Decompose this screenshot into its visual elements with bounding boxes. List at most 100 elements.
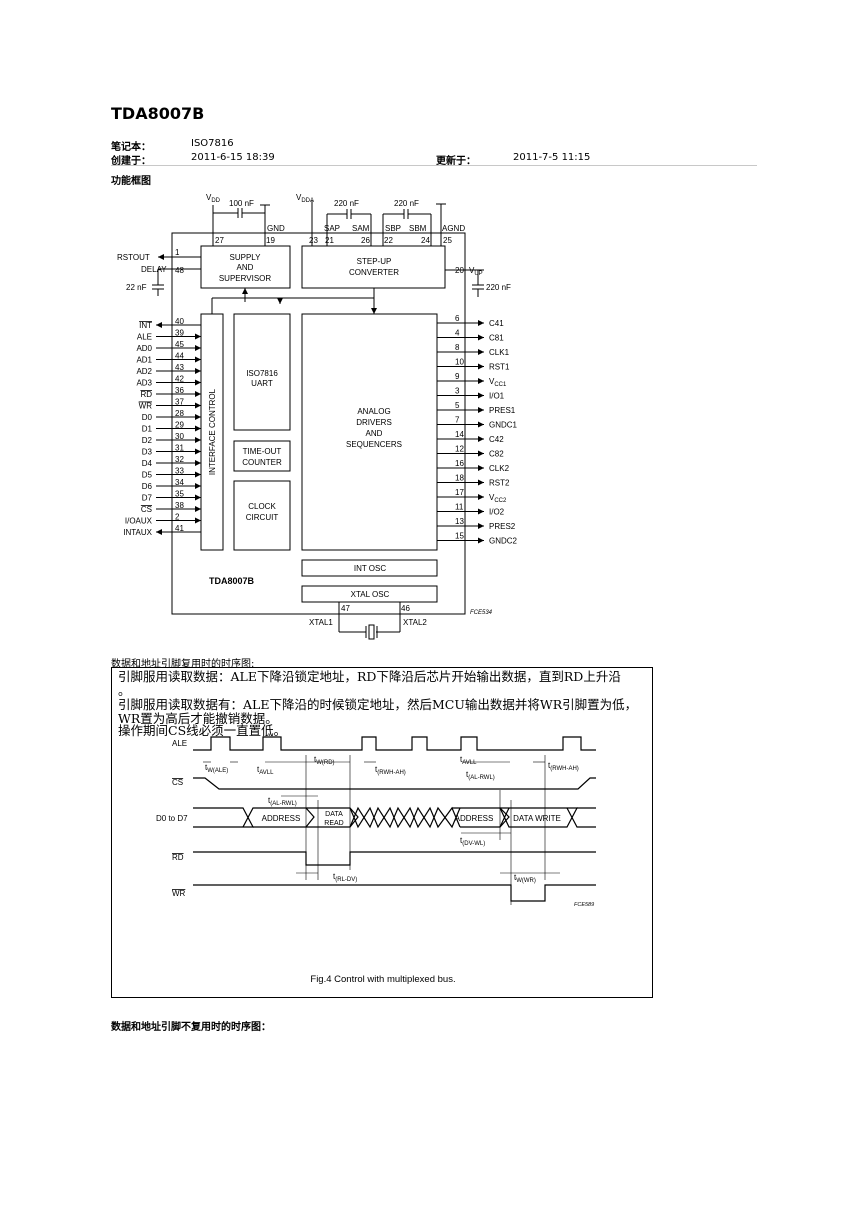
- right-pin-label: GNDC1: [489, 421, 518, 430]
- timing-figure-code: FCE589: [574, 902, 594, 908]
- analog-line3: AND: [366, 429, 383, 438]
- data-read-line1: DATA: [325, 811, 343, 818]
- left-signal-arrow: [195, 460, 201, 466]
- left-signal-arrow: [195, 471, 201, 478]
- analog-line4: SEQUENCERS: [346, 440, 402, 449]
- note-line-3: 引脚服用读取数据有：ALE下降沿的时候锁定地址，然后MCU输出数据并将WR引脚置…: [118, 697, 638, 712]
- gnd-label: GND: [267, 224, 285, 233]
- updated-label: 更新于：: [436, 156, 476, 167]
- timeout-line1: TIME-OUT: [243, 447, 282, 456]
- right-pin-label: VCC2: [489, 493, 507, 504]
- figure-code: FCE534: [470, 610, 493, 616]
- left-pin-number: 2: [175, 513, 180, 522]
- analog-line1: ANALOG: [357, 407, 390, 416]
- t-avll: tAVLL: [257, 765, 274, 776]
- left-signal-arrow: [195, 494, 201, 501]
- note-line-5: 操作期间CS线必须一直置低。: [118, 723, 287, 738]
- left-pin-label: D0: [142, 413, 153, 422]
- xtal1-label: XTAL1: [309, 618, 333, 627]
- pin-46: 46: [401, 604, 410, 613]
- timing-diagram: ALE CS D0 to D7 RD WR tW(ALE) tAVLL tW(R…: [156, 736, 596, 985]
- right-pin-label: C81: [489, 334, 504, 343]
- left-pin-label: D7: [142, 494, 153, 503]
- supply-line3: SUPERVISOR: [219, 274, 272, 283]
- pin-1: 1: [175, 248, 180, 257]
- left-pin-number: 37: [175, 398, 184, 407]
- t-rl-dv: t(RL-DV): [333, 872, 357, 883]
- pin-20: 20: [455, 266, 464, 275]
- right-pin-label: RST2: [489, 479, 510, 488]
- right-pin-label: I/O1: [489, 392, 505, 401]
- right-pin-number: 11: [455, 503, 464, 512]
- header-divider: [111, 165, 757, 166]
- left-pin-number: 28: [175, 409, 184, 418]
- right-pin-number: 8: [455, 343, 460, 352]
- right-pin-label: CLK2: [489, 464, 510, 473]
- right-signal-arrow: [478, 407, 484, 413]
- t-w-wr: tW(WR): [514, 873, 536, 884]
- cap-22nf: 22 nF: [126, 283, 147, 292]
- left-signal-arrow: [156, 322, 162, 328]
- left-pin-label: D6: [142, 482, 153, 491]
- timing-figure-frame: [111, 667, 653, 998]
- vup-label: VUP: [469, 266, 483, 277]
- cap-100nf: 100 nF: [229, 199, 254, 208]
- left-signal-arrow: [195, 368, 201, 374]
- left-signal-arrow: [195, 391, 201, 397]
- block-diagram: VDD 100 nF VDDA 220 nF 220 nF GND SAP SA…: [117, 193, 518, 640]
- chip-name-label: TDA8007B: [209, 576, 255, 586]
- left-pin-label: CS: [141, 505, 152, 514]
- right-signal-arrow: [478, 523, 484, 529]
- right-signal-arrow: [478, 436, 484, 442]
- right-pin-label: C82: [489, 450, 504, 459]
- right-signal-arrow: [478, 320, 484, 326]
- right-pin-number: 10: [455, 358, 464, 367]
- t-rwh-ah-2: t(RWH-AH): [548, 761, 579, 772]
- right-pin-number: 18: [455, 474, 464, 483]
- supply-line1: SUPPLY: [230, 253, 262, 262]
- interface-control-label: INTERFACE CONTROL: [208, 388, 217, 475]
- data-write-cell: DATA WRITE: [513, 814, 561, 823]
- t-al-rwl-2: t(AL-RWL): [466, 770, 495, 781]
- pin-24: 24: [421, 236, 430, 245]
- right-pin-number: 7: [455, 416, 460, 425]
- xtal-osc-label: XTAL OSC: [351, 590, 390, 599]
- created-label: 创建于：: [111, 156, 151, 167]
- right-signal-arrow: [478, 450, 484, 457]
- page-title: TDA8007B: [111, 104, 205, 123]
- right-pin-number: 17: [455, 488, 464, 497]
- analog-line2: DRIVERS: [356, 418, 392, 427]
- right-pin-label: VCC1: [489, 377, 507, 388]
- left-signal-arrow: [195, 356, 201, 363]
- left-pin-label: RD: [140, 390, 152, 399]
- agnd-label: AGND: [442, 224, 465, 233]
- vdd-label: VDD: [206, 193, 221, 204]
- left-pin-number: 43: [175, 363, 184, 372]
- left-signal-arrow: [195, 333, 201, 340]
- right-pin-label: CLK1: [489, 348, 510, 357]
- rstout-label: RSTOUT: [117, 253, 150, 262]
- timeout-line2: COUNTER: [242, 458, 282, 467]
- data-read-line2: READ: [324, 820, 343, 827]
- sam-label: SAM: [352, 224, 370, 233]
- sbp-label: SBP: [385, 224, 401, 233]
- right-signal-arrow: [478, 421, 484, 428]
- int-osc-label: INT OSC: [354, 564, 387, 573]
- right-pin-label: C42: [489, 435, 504, 444]
- stepup-line2: CONVERTER: [349, 268, 399, 277]
- right-pin-number: 15: [455, 532, 464, 541]
- left-pin-number: 33: [175, 467, 184, 476]
- pin-23: 23: [309, 236, 318, 245]
- ale-signal-label: ALE: [172, 739, 187, 748]
- rd-signal-label: RD: [172, 853, 184, 862]
- right-pin-number: 13: [455, 517, 464, 526]
- xtal2-label: XTAL2: [403, 618, 427, 627]
- pin-48: 48: [175, 266, 184, 275]
- left-pin-label: AD2: [136, 367, 152, 376]
- clock-line2: CIRCUIT: [246, 513, 279, 522]
- left-signal-arrow: [156, 529, 162, 535]
- left-pin-label: D3: [142, 448, 153, 457]
- right-pin-number: 12: [455, 445, 464, 454]
- section-block-diagram: 功能框图: [111, 176, 151, 187]
- t-dv-wl: t(DV-WL): [460, 836, 485, 847]
